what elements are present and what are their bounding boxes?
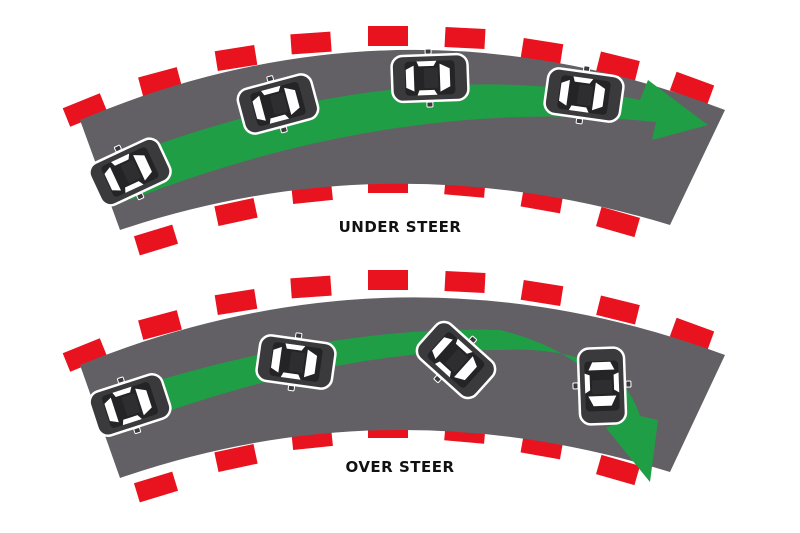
oversteer-road [80, 297, 725, 478]
oversteer-diagram: OVER STEER [62, 270, 725, 503]
understeer-label: UNDER STEER [339, 218, 462, 236]
understeer-diagram: UNDER STEER [62, 26, 725, 256]
oversteer-car-4 [570, 345, 634, 427]
oversteer-label: OVER STEER [345, 458, 454, 476]
oversteer-path-arrow [120, 329, 658, 482]
understeer-car-3 [389, 46, 471, 110]
